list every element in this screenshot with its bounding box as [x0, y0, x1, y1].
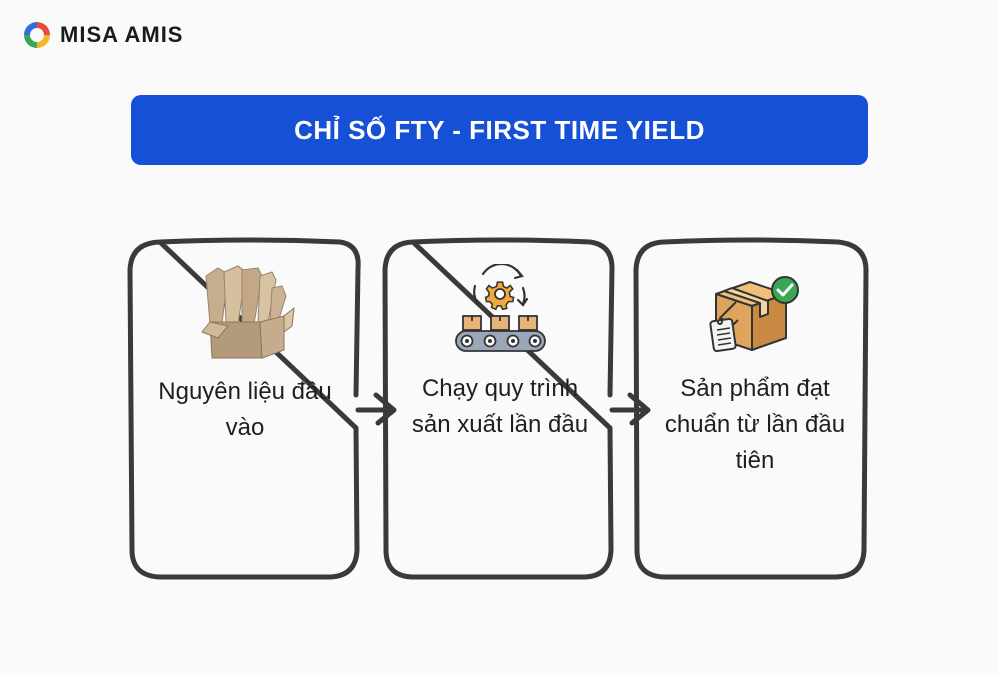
- misa-logo-icon: [24, 22, 50, 48]
- title-banner: CHỈ SỐ FTY - FIRST TIME YIELD: [131, 95, 868, 165]
- approved-package-icon: [709, 276, 799, 352]
- arrow-2: [609, 392, 651, 426]
- step-box-1: [127, 237, 361, 580]
- step-box-3: [633, 237, 869, 580]
- brand-logo: MISA AMIS: [22, 20, 183, 50]
- step-label-1: Nguyên liệu đầu vào: [158, 378, 332, 441]
- step-label-3: Sản phẩm đạt chuẩn từ lần đầu tiên: [664, 375, 846, 474]
- diagram-title: CHỈ SỐ FTY - FIRST TIME YIELD: [294, 114, 705, 145]
- step-box-2: [382, 237, 615, 580]
- brand-name: MISA AMIS: [60, 22, 184, 47]
- step-label-2: Chạy quy trình sản xuất lần đầu: [411, 375, 589, 438]
- arrow-1: [355, 392, 397, 426]
- conveyor-gear-icon: [455, 264, 546, 352]
- open-cardboard-box-icon: [201, 265, 295, 359]
